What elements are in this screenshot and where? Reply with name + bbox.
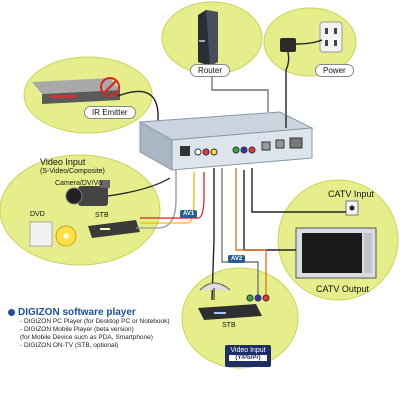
video-input-box: Video Input (Y/Pb/Pr)	[225, 345, 271, 367]
catv-wall-jack	[345, 200, 359, 216]
av1-cable-white	[136, 170, 177, 229]
video-input-sub-label: (S-Video/Composite)	[40, 168, 105, 175]
av2-tag: AV2	[228, 255, 246, 263]
av2-cable-orange	[235, 168, 267, 300]
legend-item: - DIGIZON Mobile Player (beta version)	[20, 326, 134, 334]
legend-title: DIGIZON software player	[8, 307, 208, 318]
av1-tag: AV1	[180, 210, 198, 218]
stb-bubble	[181, 267, 299, 369]
ir-dvd-player	[32, 77, 120, 104]
dvd-device	[29, 221, 77, 247]
legend-item: (for Mobile Device such as PDA, Smartpho…	[20, 334, 153, 342]
catv-input-label: CATV Input	[328, 189, 374, 199]
legend-item: - DIGIZON ON-TV (STB, optional)	[20, 342, 119, 350]
main-device	[138, 111, 314, 171]
satellite-dish	[199, 282, 231, 300]
legend-item: - DIGIZON PC Player (for Desktop PC or N…	[20, 318, 170, 325]
power-outlet	[319, 21, 343, 53]
catv-in-cable	[251, 168, 346, 213]
software-legend: DIGIZON software player - DIGIZON PC Pla…	[8, 307, 208, 351]
power-adapter	[280, 38, 323, 115]
av1-cable-red	[140, 172, 205, 219]
router-label: Router	[190, 64, 231, 77]
stb-bottom-device	[198, 304, 262, 320]
legend-title-text: DIGIZON software player	[18, 307, 136, 318]
ir-cable	[117, 90, 159, 140]
tv-device	[295, 227, 377, 279]
video-input-box-label: Video Input	[230, 347, 266, 354]
router-device	[198, 10, 218, 66]
stb-left-label: STB	[95, 212, 109, 219]
video-input-box-sub-label: (Y/Pb/Pr)	[229, 355, 267, 361]
camera-label: Camera/DV/V8	[55, 180, 103, 187]
stb-left-device	[88, 220, 140, 238]
legend-bullet-icon	[8, 308, 15, 316]
camera-cable	[107, 177, 171, 197]
catv-output-label: CATV Output	[316, 284, 369, 294]
bottom-connectors	[246, 294, 270, 302]
av2-cable-black	[211, 168, 215, 301]
camera-device	[65, 180, 110, 206]
video-input-label: Video Input	[40, 157, 86, 167]
stb-bottom-label: STB	[222, 322, 236, 329]
power-label: Power	[315, 64, 354, 77]
ir-emitter-label: IR Emitter	[84, 106, 136, 119]
dvd-label: DVD	[30, 211, 45, 218]
router-cable	[211, 66, 269, 112]
